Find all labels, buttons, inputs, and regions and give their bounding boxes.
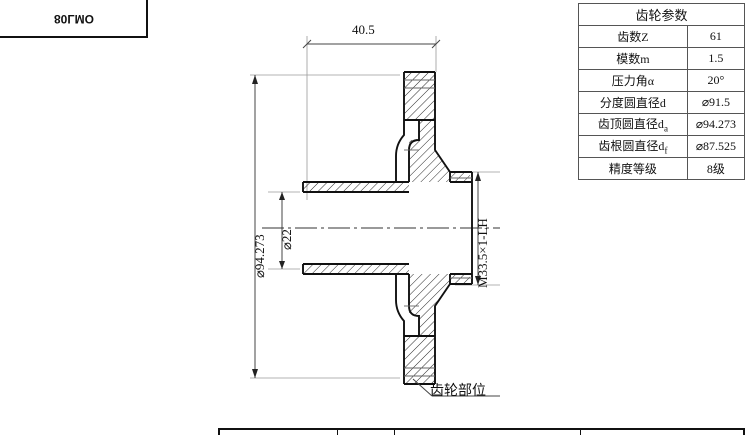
title-block bbox=[218, 428, 745, 435]
title-block-divider bbox=[580, 430, 581, 435]
gear-param-label: 压力角α bbox=[578, 69, 688, 92]
gear-param-value: 61 bbox=[686, 25, 746, 48]
title-block-divider bbox=[394, 430, 395, 435]
gear-param-value: ⌀91.5 bbox=[686, 91, 746, 114]
gear-param-label: 精度等级 bbox=[578, 157, 688, 180]
table-row: 压力角α 20° bbox=[578, 69, 746, 92]
dimension-lines bbox=[254, 39, 479, 378]
title-block-divider bbox=[337, 430, 338, 435]
gear-param-label: 齿顶圆直径da bbox=[578, 113, 688, 136]
table-row: 齿数Z 61 bbox=[578, 25, 746, 48]
gear-param-value: ⌀87.525 bbox=[686, 135, 746, 158]
gear-param-value: ⌀94.273 bbox=[686, 113, 746, 136]
feature-lines bbox=[404, 79, 472, 377]
gear-parameters-table-body: 齿轮参数 齿数Z 61 模数m 1.5 压力角α 20° 分度圆直径d ⌀91.… bbox=[578, 3, 746, 180]
gear-parameters-table: 齿轮参数 齿数Z 61 模数m 1.5 压力角α 20° 分度圆直径d ⌀91.… bbox=[578, 3, 746, 180]
gear-table-title: 齿轮参数 bbox=[578, 3, 745, 26]
dimension-outer-diameter: ⌀94.273 bbox=[252, 234, 267, 278]
table-row: 齿顶圆直径da ⌀94.273 bbox=[578, 113, 746, 136]
part-label-box: 80LMO bbox=[0, 0, 148, 38]
table-row: 分度圆直径d ⌀91.5 bbox=[578, 91, 746, 114]
gear-param-label: 分度圆直径d bbox=[578, 91, 688, 114]
section-hatch-lower bbox=[303, 264, 470, 384]
gear-param-label: 齿数Z bbox=[578, 25, 688, 48]
gear-table-title-row: 齿轮参数 bbox=[578, 3, 745, 26]
gear-param-value: 20° bbox=[686, 69, 746, 92]
table-row: 齿根圆直径df ⌀87.525 bbox=[578, 135, 746, 158]
gear-param-value: 1.5 bbox=[686, 47, 746, 70]
dimension-bore-diameter: ⌀22 bbox=[279, 229, 294, 250]
gear-param-value: 8级 bbox=[686, 157, 746, 180]
gear-param-label: 齿根圆直径df bbox=[578, 135, 688, 158]
table-row: 模数m 1.5 bbox=[578, 47, 746, 70]
dimension-width-top: 40.5 bbox=[352, 22, 375, 37]
gear-param-label: 模数m bbox=[578, 47, 688, 70]
gear-section-leader bbox=[412, 378, 500, 397]
extension-lines bbox=[250, 36, 500, 379]
section-hatch-upper bbox=[303, 72, 470, 192]
table-row: 精度等级 8级 bbox=[578, 157, 746, 180]
callout-gear-section: 齿轮部位 bbox=[430, 384, 486, 399]
part-label-text: 80LMO bbox=[53, 12, 94, 26]
dimension-arrows bbox=[252, 75, 481, 378]
dimension-thread: M33.5×1-LH bbox=[475, 218, 490, 288]
part-outline bbox=[302, 71, 473, 385]
